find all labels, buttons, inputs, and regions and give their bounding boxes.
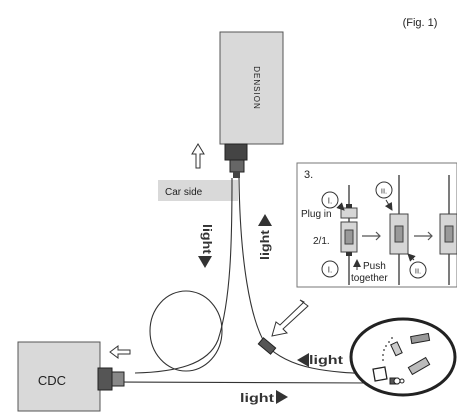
dension-device: DENSION [219, 31, 284, 145]
connector-separated [340, 185, 358, 285]
light-arrow-down: light [198, 224, 214, 268]
usb-stick-icon [389, 377, 405, 385]
marker-1-top-circle [321, 191, 339, 209]
marker-1-top: I. [328, 197, 332, 206]
together-label: together [351, 273, 388, 284]
callout-arrow-icon [271, 299, 309, 337]
flash-drive-icon [407, 356, 431, 376]
sub-step-label: 2/1. [313, 236, 330, 247]
marker-1-bottom: I. [328, 266, 332, 275]
left-arrow-icon [109, 345, 131, 359]
device-body [219, 31, 284, 145]
connector-pushing [389, 175, 409, 285]
connector-joined [439, 175, 457, 285]
light-label-right: light [240, 391, 274, 405]
step-arrow-1 [362, 231, 381, 241]
cdc-unit: CDC [17, 341, 125, 412]
devices-ellipse [349, 317, 457, 397]
ipod-icon [372, 366, 388, 382]
marker-2-top: II. [381, 187, 387, 196]
marker-1-bottom-circle [321, 260, 339, 278]
light-label-up: light [258, 230, 272, 260]
light-label-left: light [309, 353, 343, 367]
device-brand-text: DENSION [252, 66, 261, 109]
car-side-label-box [158, 180, 238, 201]
step-arrow-2 [414, 231, 433, 241]
light-arrow-up: light [258, 214, 272, 260]
cable-to-cdc [134, 177, 233, 374]
figure-label: (Fig. 1) [403, 17, 438, 29]
car-side-label: Car side [165, 187, 203, 198]
plug-in-label: Plug in [301, 209, 332, 220]
step-number: 3. [304, 169, 313, 181]
cdc-box [17, 341, 101, 412]
media-player-icon [410, 332, 431, 345]
light-arrow-right: light [240, 390, 288, 405]
up-arrow-icon [191, 143, 205, 169]
light-arrow-left: light [297, 353, 343, 367]
marker-2-bottom: II. [415, 267, 421, 276]
inline-adapter [257, 337, 277, 355]
fan-dots [382, 337, 393, 361]
phone-icon [390, 341, 403, 357]
cdc-label: CDC [38, 373, 66, 388]
push-label: Push [363, 261, 386, 272]
light-label-down: light [200, 224, 214, 254]
inset-panel: 3. I. Plug in 2/1. I. Push together [296, 162, 457, 288]
marker-2-bottom-circle [409, 261, 427, 279]
device-connector [224, 143, 248, 178]
devices-ellipse-outline [349, 317, 457, 397]
marker-2-top-circle [375, 181, 393, 199]
cable-loop [149, 290, 223, 372]
cable-cdc-lower [119, 381, 373, 384]
